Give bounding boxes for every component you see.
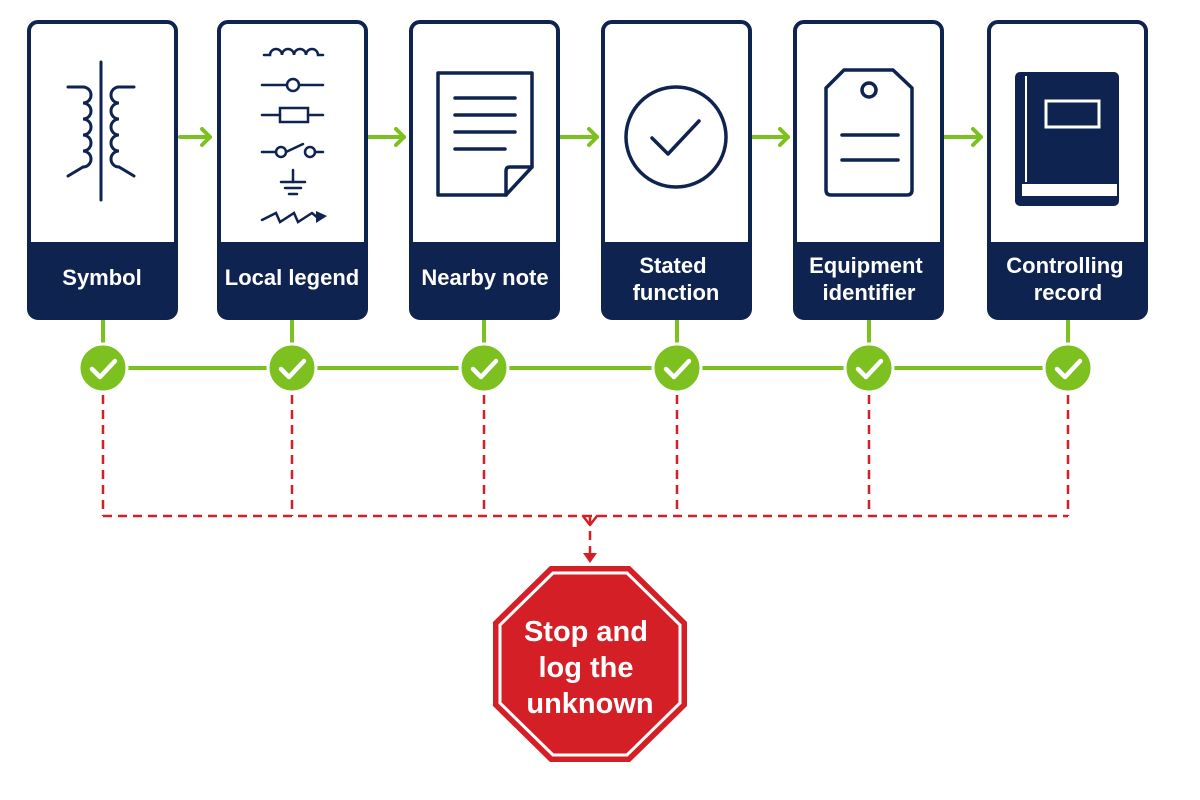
fallback-paths bbox=[101, 395, 1070, 554]
step-card-local-legend: Local legend bbox=[217, 20, 368, 320]
fallback-arrowhead bbox=[583, 553, 597, 563]
arrow-2-to-3 bbox=[366, 127, 406, 147]
check-badge-1 bbox=[77, 342, 129, 394]
tag-icon bbox=[824, 68, 914, 197]
step-card-equipment-identifier: Equipment identifier bbox=[793, 20, 944, 320]
check-badge-4 bbox=[651, 342, 703, 394]
legend-arrowhead-icon bbox=[316, 211, 327, 223]
check-badge-6 bbox=[1042, 342, 1094, 394]
step-label-stated-function: Stated function bbox=[633, 253, 720, 305]
step-card-stated-function: Stated function bbox=[601, 20, 752, 320]
stop-label: Stop and log the unknown bbox=[524, 616, 656, 720]
arrow-3-to-4 bbox=[559, 127, 599, 147]
step-label-controlling-record: Controlling record bbox=[1006, 253, 1129, 305]
check-badge-5 bbox=[843, 342, 895, 394]
step-label-symbol: Symbol bbox=[62, 265, 141, 290]
transformer-symbol-icon bbox=[66, 60, 136, 202]
arrow-5-to-6 bbox=[943, 127, 983, 147]
step-label-local-legend: Local legend bbox=[225, 265, 359, 290]
step-label-nearby-note: Nearby note bbox=[421, 265, 548, 290]
arrow-4-to-5 bbox=[750, 127, 790, 147]
step-card-nearby-note: Nearby note bbox=[409, 20, 560, 320]
step-card-controlling-record: Controlling record bbox=[987, 20, 1148, 320]
check-circle-icon bbox=[624, 85, 728, 189]
book-icon bbox=[1015, 72, 1119, 206]
step-card-symbol: Symbol bbox=[27, 20, 178, 320]
check-rail bbox=[101, 318, 1070, 370]
legend-symbols-icon bbox=[260, 47, 325, 224]
check-badge-3 bbox=[458, 342, 510, 394]
check-badges bbox=[77, 342, 1094, 394]
stop-sign-icon bbox=[493, 566, 687, 762]
fallback-junction bbox=[581, 514, 599, 527]
note-page-icon bbox=[436, 71, 534, 197]
check-badge-2 bbox=[266, 342, 318, 394]
step-label-equipment-identifier: Equipment identifier bbox=[809, 253, 929, 305]
arrow-1-to-2 bbox=[178, 127, 212, 147]
step-arrows bbox=[178, 127, 983, 147]
